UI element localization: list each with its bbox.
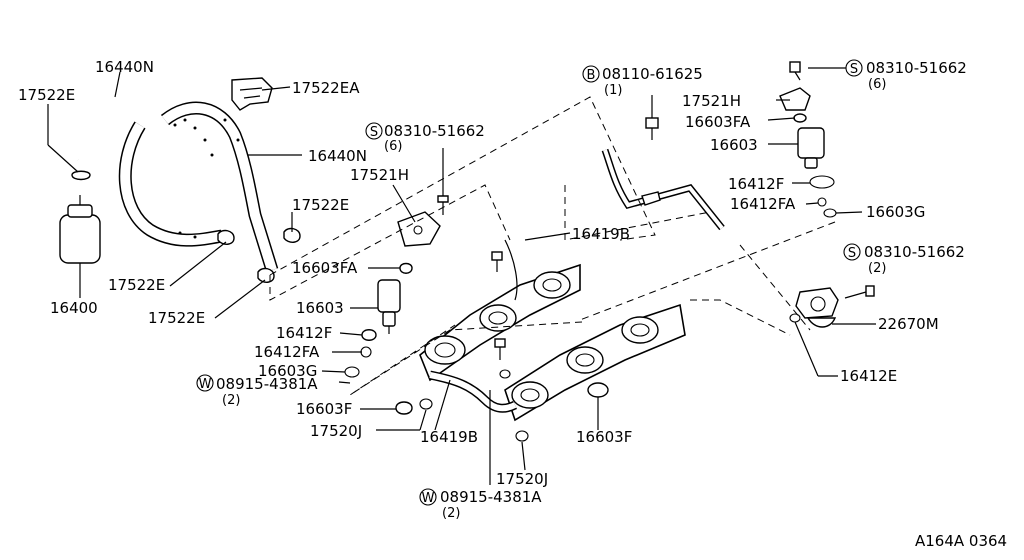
clamp-17522EA <box>231 77 273 111</box>
label-17520J-left: 17520J <box>310 422 362 440</box>
label-08110-qty: (1) <box>604 83 622 98</box>
fuel-rail-right <box>504 303 686 422</box>
hose-clamps-lower <box>217 227 301 283</box>
label-16603G-right: 16603G <box>866 203 925 221</box>
label-17521H-right: 17521H <box>682 92 741 110</box>
injector-cover-17521H-left <box>397 211 441 247</box>
assembly-dashed-lines <box>269 96 836 396</box>
label-16412E: 16412E <box>840 367 897 385</box>
marker-b-top: B <box>582 65 600 83</box>
label-16412FA-right: 16412FA <box>730 195 796 213</box>
label-16412FA-left: 16412FA <box>254 343 320 361</box>
label-16419B-top: 16419B <box>572 225 630 243</box>
injector-16603-right <box>793 113 825 169</box>
label-17520J-bottom: 17520J <box>496 470 548 488</box>
marker-letter: S <box>848 246 856 261</box>
label-08915-left-qty: (2) <box>222 393 240 408</box>
label-16603-right: 16603 <box>710 136 758 154</box>
marker-s-left: S <box>365 122 383 140</box>
pressure-regulator-22670M <box>789 285 875 328</box>
fuel-rail-center <box>419 239 581 382</box>
label-22670M: 22670M <box>878 315 939 333</box>
seals-right <box>809 175 837 218</box>
marker-letter: W <box>422 491 435 506</box>
label-16440N-top: 16440N <box>95 58 154 76</box>
bolts-center <box>491 251 506 360</box>
marker-letter: W <box>199 377 212 392</box>
injector-16603-left <box>377 279 401 334</box>
fuel-feed-pipe <box>601 148 725 231</box>
label-16603FA-left: 16603FA <box>292 259 358 277</box>
label-16603F-left: 16603F <box>296 400 352 418</box>
crossover-pipe <box>429 370 518 413</box>
label-16400: 16400 <box>50 299 98 317</box>
injector-cover-17521H-right <box>779 87 811 111</box>
marker-letter: S <box>850 62 858 77</box>
small-seals-left <box>344 262 529 442</box>
label-17522E-low2: 17522E <box>148 309 205 327</box>
label-16603FA-right: 16603FA <box>685 113 751 131</box>
label-16440N-mid: 16440N <box>308 147 367 165</box>
label-08310-top-right: 08310-51662 <box>866 59 967 77</box>
label-08310-left-qty: (6) <box>384 139 402 154</box>
label-16412F-right: 16412F <box>728 175 784 193</box>
label-17522E-mid: 17522E <box>292 196 349 214</box>
label-16603F-right: 16603F <box>576 428 632 446</box>
clamp-17522E-top-left <box>71 170 91 181</box>
label-08915-left: 08915-4381A <box>216 375 318 393</box>
leader-lines <box>47 67 876 485</box>
seal-16603F-right <box>587 382 609 398</box>
hose-sleeve-dots <box>173 118 240 239</box>
label-16603-left: 16603 <box>296 299 344 317</box>
fuel-filter-16400 <box>59 195 101 272</box>
bolt-08310-left <box>437 195 449 215</box>
marker-s-top-right: S <box>845 59 863 77</box>
bolt-08310-right <box>789 61 801 81</box>
label-08110: 08110-61625 <box>602 65 703 83</box>
marker-letter: B <box>587 68 596 83</box>
marker-w-bottom: W <box>419 488 437 506</box>
label-16603G-left: 16603G <box>258 362 317 380</box>
marker-w-left: W <box>196 374 214 392</box>
bolt-08110 <box>645 117 659 140</box>
label-17522E-low1: 17522E <box>108 276 165 294</box>
diagram-code: A164A 0364 <box>915 532 1007 550</box>
label-17521H-left: 17521H <box>350 166 409 184</box>
fuel-hose-16440N-rear <box>118 101 279 272</box>
label-08310-top-right-qty: (6) <box>868 77 886 92</box>
part-labels: 16440N 17522E 17522EA 16440N 17522E 1752… <box>18 58 1007 550</box>
label-08915-bottom-qty: (2) <box>442 506 460 521</box>
label-16412F-left: 16412F <box>276 324 332 342</box>
label-08310-right: 08310-51662 <box>864 243 965 261</box>
fuel-hose-16440N-front <box>70 89 268 272</box>
label-16419B-bottom: 16419B <box>420 428 478 446</box>
label-17522E-top-left: 17522E <box>18 86 75 104</box>
label-08310-left: 08310-51662 <box>384 122 485 140</box>
label-08915-bottom: 08915-4381A <box>440 488 542 506</box>
label-17522EA: 17522EA <box>292 79 360 97</box>
marker-letter: S <box>370 125 378 140</box>
label-08310-right-qty: (2) <box>868 261 886 276</box>
marker-s-right: S <box>843 243 861 261</box>
